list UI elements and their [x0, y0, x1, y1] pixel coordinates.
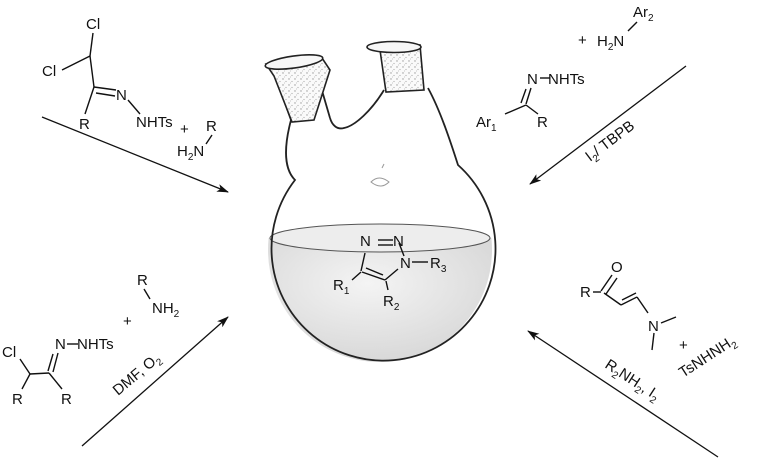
bl-nh2: NH2: [152, 300, 180, 320]
liquid-surface: [269, 223, 491, 253]
tr-arrow: [529, 65, 687, 185]
bl-nhts: NHTs: [77, 336, 114, 353]
triazole-r1: R1: [333, 277, 350, 297]
br-o: O: [611, 259, 623, 276]
triazole-r3: R3: [430, 255, 447, 275]
triazole-n1: N: [400, 255, 411, 272]
triazole-r2: R2: [383, 293, 400, 313]
route-top-right: Ar2 + H2N N NHTs Ar1 R I2/ TBPB: [476, 4, 687, 185]
flask-highlight: [370, 163, 390, 187]
tr-nhts: NHTs: [548, 71, 585, 88]
bl-cl: Cl: [2, 344, 16, 361]
tr-r: R: [537, 114, 548, 131]
left-neck-rim: [264, 54, 324, 70]
tl-h2n: H2N: [177, 143, 204, 163]
tl-cl-top: Cl: [86, 16, 100, 33]
flask-liquid: [268, 238, 492, 362]
tl-nhts: NHTs: [136, 114, 173, 131]
br-n: N: [648, 318, 659, 335]
bl-amine-r: R: [137, 272, 148, 289]
bl-r-left: R: [12, 391, 23, 408]
route-bottom-right: O R N + TsNHNH2 R2NH2, I2: [527, 259, 741, 458]
triazole-product: N N N R3 R1 R2: [333, 233, 447, 313]
triazole-n3: N: [360, 233, 371, 250]
bl-arrow: [81, 316, 229, 447]
two-neck-flask: [264, 40, 497, 362]
bl-plus: +: [123, 313, 132, 330]
tr-n: N: [527, 71, 538, 88]
tl-arrow: [41, 116, 229, 193]
br-plus: +: [679, 337, 688, 354]
triazole-n2: N: [393, 233, 404, 250]
tr-h2n: H2N: [597, 33, 624, 53]
flask-outline: [270, 87, 497, 362]
tl-r: R: [79, 116, 90, 133]
bl-n: N: [55, 336, 66, 353]
right-neck-rim: [366, 40, 422, 54]
tr-ar1: Ar1: [476, 114, 497, 134]
route-top-left: Cl Cl R N NHTs + R H2N: [41, 16, 229, 193]
route-bottom-left: R NH2 + N NHTs Cl R R DMF, O2: [2, 272, 229, 447]
tl-amine-r: R: [206, 118, 217, 135]
tr-plus: +: [578, 32, 587, 49]
tr-conditions: I2/ TBPB: [582, 117, 640, 167]
bl-r-right: R: [61, 391, 72, 408]
bl-conditions: DMF, O2: [110, 350, 166, 402]
br-r: R: [580, 284, 591, 301]
tr-ar2: Ar2: [633, 4, 654, 24]
br-arrow: [527, 330, 719, 458]
tl-cl-left: Cl: [42, 63, 56, 80]
tl-plus: +: [180, 121, 189, 138]
tl-n: N: [116, 87, 127, 104]
